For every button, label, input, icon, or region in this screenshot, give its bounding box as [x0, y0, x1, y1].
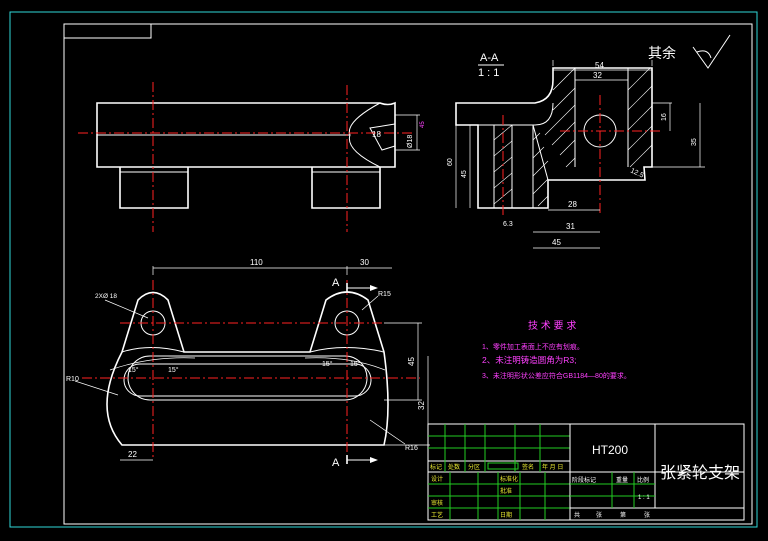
- sheet-outer-border: [9, 11, 758, 528]
- corner-tag-box: [63, 23, 152, 39]
- dim-30: 30: [360, 258, 369, 267]
- mark-row-1: 处数: [448, 463, 460, 471]
- plan-view: A A 110 30 45 32 22 2XØ 18 R15 R10 R16 1…: [66, 258, 430, 469]
- angle-4: 15°: [350, 360, 361, 368]
- front-dim-height: 45: [420, 121, 426, 128]
- requirement-1: 1、零件加工表面上不应有划痕。: [482, 342, 584, 351]
- sheet-total-label: 共: [574, 511, 580, 519]
- radius-r15: R15: [378, 291, 391, 298]
- weight-header: 重量: [616, 476, 628, 484]
- row-review: 审核: [431, 499, 443, 507]
- scale-header: 比例: [637, 476, 649, 484]
- dim-28: 28: [568, 200, 577, 209]
- dim-45-horizontal: 45: [552, 238, 561, 247]
- section-view-a-a: A-A 1 : 1 其余: [447, 34, 731, 249]
- row-approve: 批准: [500, 487, 512, 495]
- front-view: Ø18 45 18: [78, 82, 426, 232]
- roughness-6-3: 6.3: [503, 221, 513, 228]
- scale-value: 1 : 1: [638, 495, 650, 501]
- roughness-icon: [692, 34, 731, 69]
- roughness-12-5: 12.5: [629, 167, 644, 179]
- dim-60: 60: [447, 158, 454, 166]
- row-design: 设计: [431, 475, 443, 483]
- requirement-2: 2、未注明铸造圆角为R3;: [482, 355, 576, 365]
- row-date: 日期: [500, 511, 512, 519]
- part-name: 张紧轮支架: [660, 464, 740, 482]
- section-name: A-A: [480, 52, 499, 64]
- mark-row-4: 签名: [522, 463, 534, 471]
- angle-3: 15°: [322, 360, 333, 368]
- dim-110: 110: [250, 258, 263, 267]
- dim-35: 35: [691, 138, 698, 146]
- title-block: HT200 张紧轮支架 标记 处数 分区 签名 年 月 日 设计 审核 工艺 标…: [427, 423, 745, 521]
- dim-32-plan: 32: [417, 401, 426, 410]
- dim-45-vertical: 45: [461, 170, 468, 178]
- radius-r10: R10: [66, 376, 79, 383]
- row-standard: 标准化: [500, 475, 518, 483]
- mark-row-5: 年 月 日: [542, 463, 563, 471]
- requirement-3: 3、未注明形状公差应符合GB1184—80的要求。: [482, 371, 631, 380]
- sheet-no-label: 第: [620, 511, 626, 519]
- hole-callout: 2XØ 18: [95, 293, 117, 300]
- sheet-inner-border: [63, 23, 753, 525]
- sheet-total-unit: 张: [596, 511, 602, 519]
- dim-45-plan: 45: [407, 357, 416, 366]
- dim-32: 32: [593, 71, 602, 80]
- section-scale: 1 : 1: [478, 67, 499, 79]
- sheet-no-unit: 张: [644, 511, 650, 519]
- cut-label-top: A: [332, 277, 340, 289]
- mark-row-2: 分区: [468, 463, 480, 471]
- front-dim-18: 18: [372, 130, 381, 139]
- material-label: HT200: [592, 443, 628, 457]
- stage-mark-header: 阶段标记: [572, 476, 596, 484]
- cut-label-bottom: A: [332, 457, 340, 469]
- dim-54: 54: [595, 61, 604, 70]
- radius-r16: R16: [405, 445, 418, 452]
- roughness-label: 其余: [648, 45, 676, 61]
- dim-22: 22: [128, 450, 137, 459]
- angle-1: 15°: [128, 366, 139, 374]
- mark-row-0: 标记: [430, 463, 442, 471]
- angle-2: 15°: [168, 366, 179, 374]
- dim-31: 31: [566, 222, 575, 231]
- technical-requirements: 技 术 要 求 1、零件加工表面上不应有划痕。 2、未注明铸造圆角为R3; 3、…: [482, 319, 631, 380]
- dim-16: 16: [661, 113, 668, 121]
- front-dim-diameter: Ø18: [407, 135, 414, 148]
- row-process: 工艺: [431, 511, 443, 519]
- requirements-heading: 技 术 要 求: [528, 319, 576, 332]
